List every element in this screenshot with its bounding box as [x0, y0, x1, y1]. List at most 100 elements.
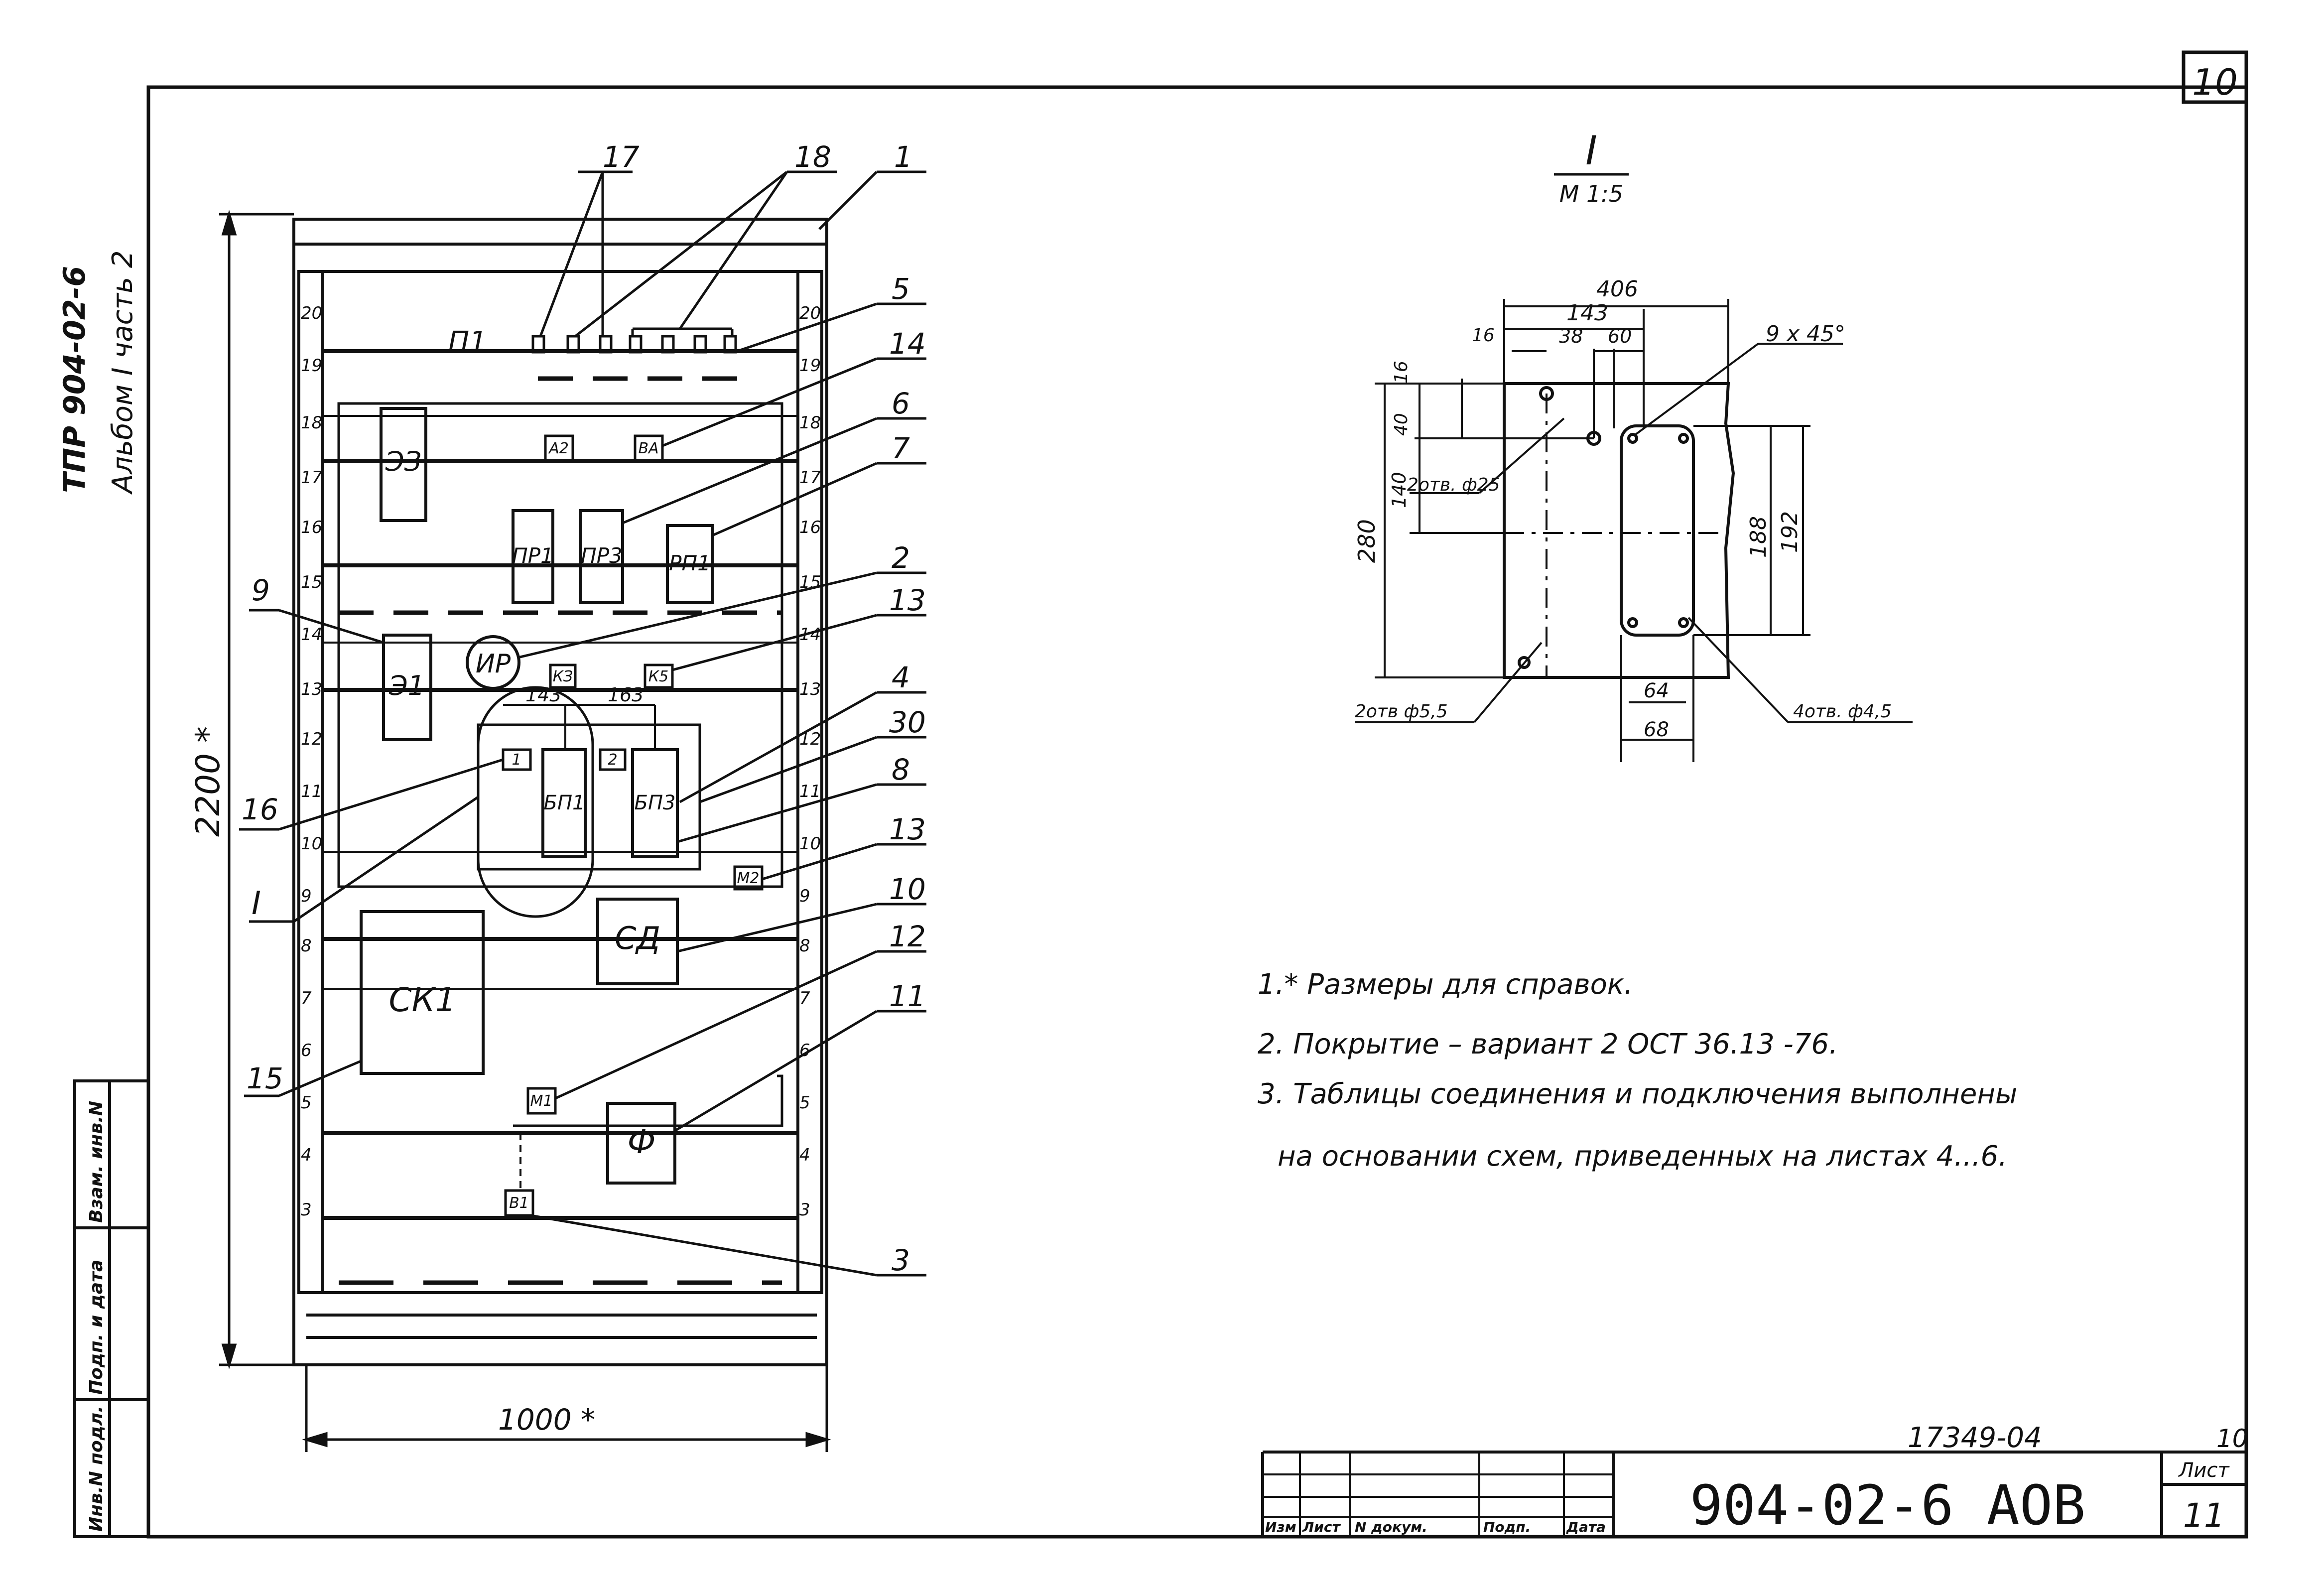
svg-text:ЭЗ: ЭЗ — [385, 446, 421, 477]
svg-text:N докум.: N докум. — [1355, 1519, 1427, 1535]
side-stamp-inv-podl: Инв.N подл. — [86, 1406, 107, 1532]
component-e1 — [382, 634, 432, 741]
svg-text:2: 2 — [608, 751, 617, 769]
notes: 1.* Размеры для справок. 2. Покрытие – в… — [1258, 968, 2017, 1173]
svg-text:140: 140 — [1388, 472, 1410, 508]
svg-text:СК1: СК1 — [389, 981, 456, 1019]
component-ir — [466, 635, 520, 690]
detail-hole-notes: 2отв. ф25 2отв ф5,5 4отв. ф4,5 — [1355, 475, 1892, 722]
svg-text:Ф: Ф — [628, 1123, 656, 1161]
svg-text:17: 17 — [603, 140, 640, 174]
svg-text:11: 11 — [301, 782, 322, 801]
svg-text:11: 11 — [799, 782, 821, 801]
svg-text:14: 14 — [301, 625, 322, 645]
svg-text:68: 68 — [1644, 718, 1669, 741]
svg-text:12: 12 — [889, 920, 926, 953]
svg-text:4: 4 — [301, 1145, 312, 1165]
detail-dimension-values: 406 143 16 38 60 9 x 45° 16 40 140 280 1… — [1353, 276, 1845, 741]
svg-text:143: 143 — [1566, 300, 1608, 326]
svg-text:16: 16 — [1472, 325, 1495, 346]
svg-text:17: 17 — [799, 468, 821, 488]
svg-text:12: 12 — [301, 729, 322, 749]
svg-text:188: 188 — [1746, 516, 1771, 558]
sheet-label: Лист — [2178, 1459, 2230, 1482]
svg-text:Дата: Дата — [1566, 1519, 1606, 1535]
svg-text:РП1: РП1 — [669, 551, 711, 575]
svg-text:3: 3 — [301, 1200, 312, 1220]
svg-text:7: 7 — [892, 431, 910, 465]
svg-text:13: 13 — [889, 812, 926, 846]
svg-text:3: 3 — [799, 1200, 810, 1220]
svg-text:38: 38 — [1559, 325, 1583, 347]
svg-text:М1: М1 — [530, 1092, 553, 1110]
svg-text:13: 13 — [301, 679, 322, 699]
svg-text:ИР: ИР — [476, 649, 511, 679]
svg-text:4отв. ф4,5: 4отв. ф4,5 — [1793, 701, 1892, 722]
svg-text:10: 10 — [301, 834, 322, 854]
svg-text:192: 192 — [1777, 511, 1803, 553]
svg-text:К5: К5 — [648, 668, 668, 685]
width-dimension: 1000 * — [498, 1403, 595, 1437]
svg-text:20: 20 — [799, 303, 821, 323]
svg-text:15: 15 — [247, 1061, 283, 1095]
svg-text:8: 8 — [799, 936, 810, 956]
doc-code-sheet: 10 — [2216, 1424, 2248, 1453]
component-bp1 — [541, 748, 587, 858]
svg-text:4: 4 — [892, 661, 910, 694]
svg-text:В1: В1 — [509, 1194, 529, 1212]
svg-text:16: 16 — [1391, 361, 1412, 384]
designation: 904-02-6 АОВ — [1690, 1473, 2086, 1537]
svg-text:16: 16 — [799, 518, 821, 537]
note-1: 1.* Размеры для справок. — [1258, 968, 1633, 1001]
svg-text:6: 6 — [892, 387, 910, 420]
svg-text:64: 64 — [1644, 679, 1669, 702]
svg-text:ВА: ВА — [638, 440, 658, 457]
svg-text:8: 8 — [892, 753, 910, 787]
component-sk1 — [360, 910, 485, 1075]
side-title-line1: ТПР 904-02-6 — [57, 266, 92, 493]
svg-text:1: 1 — [894, 140, 912, 174]
svg-text:4: 4 — [799, 1145, 810, 1165]
svg-text:17: 17 — [301, 468, 323, 488]
svg-text:2: 2 — [892, 541, 910, 575]
svg-text:Подп.: Подп. — [1483, 1519, 1531, 1535]
svg-text:19: 19 — [301, 356, 322, 376]
component-pr3 — [579, 509, 624, 604]
svg-text:16: 16 — [301, 518, 322, 537]
svg-text:А2: А2 — [548, 440, 569, 457]
svg-text:11: 11 — [889, 979, 926, 1013]
scale-right: 20 19 18 17 16 15 14 13 12 11 10 9 8 7 6… — [799, 303, 821, 1220]
svg-text:18: 18 — [799, 413, 821, 433]
svg-text:ПР3: ПР3 — [581, 543, 623, 568]
detail-dimension-lines — [1355, 299, 1913, 762]
svg-text:18: 18 — [301, 413, 322, 433]
panel-label: П1 — [448, 326, 487, 358]
side-title-line2: Альбом I часть 2 — [107, 250, 139, 495]
svg-text:30: 30 — [889, 705, 926, 739]
callout-leaders — [239, 170, 926, 1277]
note-4: на основании схем, приведенных на листах… — [1278, 1140, 2007, 1173]
svg-text:5: 5 — [301, 1093, 312, 1113]
note-2: 2. Покрытие – вариант 2 ОСТ 36.13 -76. — [1258, 1028, 1838, 1060]
svg-text:9 x 45°: 9 x 45° — [1766, 321, 1845, 347]
detail-scale: М 1:5 — [1559, 180, 1623, 207]
svg-text:ПР1: ПР1 — [512, 543, 554, 568]
svg-text:406: 406 — [1596, 276, 1638, 302]
detail-plate — [1503, 382, 1735, 679]
svg-text:16: 16 — [242, 793, 278, 826]
svg-text:40: 40 — [1391, 413, 1412, 436]
svg-text:5: 5 — [892, 272, 910, 306]
side-stamp-vzam-inv: Взам. инв.N — [86, 1101, 107, 1223]
component-f — [606, 1102, 676, 1185]
sheet-number: 11 — [2183, 1496, 2225, 1535]
component-pr1 — [512, 509, 554, 604]
inner-dim-143: 143 — [525, 684, 562, 706]
terminal-clips — [531, 335, 737, 354]
svg-text:I: I — [252, 885, 261, 922]
svg-text:2отв ф5,5: 2отв ф5,5 — [1355, 701, 1448, 722]
sheet-frame — [146, 50, 2248, 1539]
svg-text:7: 7 — [301, 988, 312, 1008]
height-dimension: 2200 * — [189, 726, 227, 837]
svg-text:14: 14 — [889, 327, 926, 361]
